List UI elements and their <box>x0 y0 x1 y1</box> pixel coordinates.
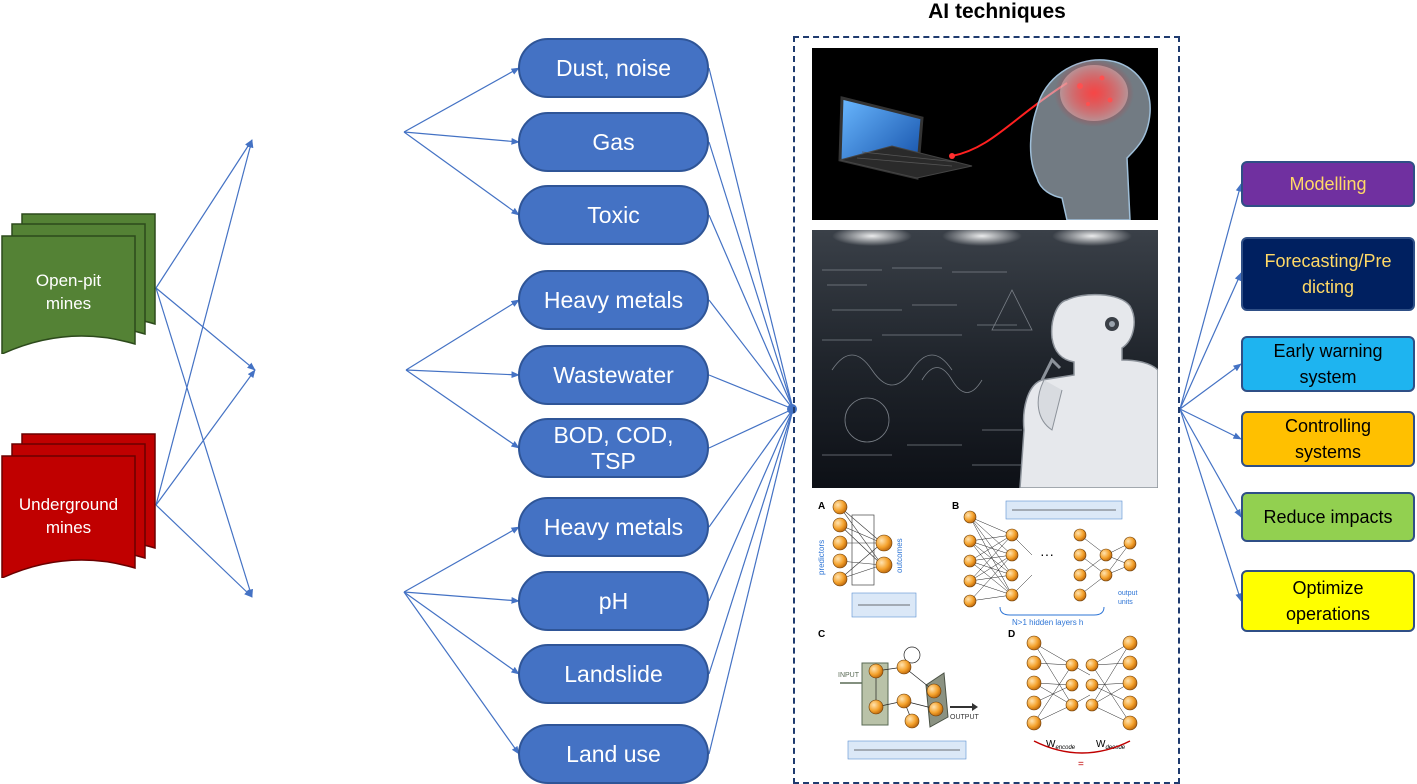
output-units-line-1: output <box>1118 590 1138 597</box>
arrow-ai-reduce <box>1179 408 1242 518</box>
input-label: INPUT <box>838 672 860 679</box>
arrow-openpit-air <box>155 139 253 289</box>
source-underground-label: Underground mines <box>18 495 119 537</box>
item-land-use: Land use <box>518 724 709 784</box>
equals-label: = <box>1078 759 1084 770</box>
item-wastewater: Wastewater <box>518 345 709 405</box>
arrow-air-toxic <box>403 131 520 216</box>
arrow-ai-warning <box>1179 363 1242 410</box>
output-units-line-2: units <box>1118 599 1133 606</box>
arrow-ai-optimize <box>1179 408 1242 602</box>
output-early-warning: Early warning system <box>1241 336 1415 392</box>
source-open-pit-label: Open-pit mines <box>35 271 102 313</box>
item-landslide: Landslide <box>518 644 709 704</box>
predictors-label: predictors <box>817 540 826 575</box>
open-pit-stack-shape <box>1 213 156 354</box>
output-reduce-impacts-label: Reduce impacts <box>1263 507 1393 527</box>
output-modelling: Modelling <box>1241 161 1415 207</box>
output-units-label: output units <box>1118 590 1139 606</box>
output-controlling-label: Controlling systems <box>1284 416 1372 462</box>
output-early-warning-label: Early warning system <box>1273 341 1383 387</box>
item-dust-noise: Dust, noise <box>518 38 709 98</box>
category-water-quality-label: Water quality <box>296 333 363 391</box>
category-soil-quality: Soil quality <box>250 542 404 658</box>
output-forecasting-label: Forecasting/Pre dicting <box>1264 251 1392 297</box>
source-open-pit: Open-pit mines <box>0 212 158 354</box>
item-ph: pH <box>518 571 709 631</box>
panel-label-d: D <box>1008 629 1015 640</box>
output-controlling: Controlling systems <box>1241 411 1415 467</box>
ai-techniques-title: AI techniques <box>928 0 1066 23</box>
laptop-brain-image <box>812 48 1158 220</box>
panel-label-a: A <box>818 501 825 512</box>
underground-stack-shape <box>1 433 156 578</box>
arrow-underground-water <box>155 369 256 506</box>
category-soil-quality-label: Soil quality <box>271 578 383 604</box>
item-gas: Gas <box>518 112 709 172</box>
output-forecasting: Forecasting/Pre dicting <box>1241 237 1415 311</box>
panel-label-c: C <box>818 629 825 640</box>
arrow-openpit-soil <box>155 287 253 598</box>
arrow-water-wastewater <box>405 369 520 379</box>
item-heavy-metals-water: Heavy metals <box>518 270 709 330</box>
svg-text:···: ··· <box>1040 546 1054 562</box>
arrow-air-gas <box>403 131 520 145</box>
category-air-quality-label: Air quality <box>276 118 378 144</box>
output-optimize: Optimize operations <box>1241 570 1415 632</box>
output-optimize-label: Optimize operations <box>1285 578 1371 624</box>
ai-techniques-frame <box>793 36 1180 784</box>
robot-equations-image <box>812 230 1158 488</box>
arrow-soil-landuse <box>403 591 520 755</box>
arrow-ai-modelling <box>1179 183 1243 410</box>
arrow-water-metals <box>405 299 520 371</box>
arrow-soil-ph <box>403 591 520 604</box>
source-underground: Underground mines <box>0 432 158 578</box>
category-air-quality: Air quality <box>250 82 404 198</box>
arrow-soil-landslide <box>403 591 520 675</box>
arrow-ai-forecasting <box>1179 272 1242 410</box>
arrow-soil-metals <box>403 526 520 593</box>
item-bod-cod-tsp: BOD, COD, TSP <box>518 418 709 478</box>
output-reduce-impacts: Reduce impacts <box>1241 492 1415 542</box>
arrow-openpit-water <box>155 287 256 371</box>
neural-network-diagrams: A B C D predictors outcomes <box>812 495 1158 775</box>
arrow-underground-air <box>155 139 254 506</box>
item-heavy-metals-soil: Heavy metals <box>518 497 709 557</box>
output-modelling-label: Modelling <box>1289 174 1367 194</box>
category-water-quality: Water quality <box>253 311 406 431</box>
arrow-water-bod <box>405 369 520 449</box>
output-label: OUTPUT <box>950 714 980 721</box>
w-encode-label: Wencode <box>1046 739 1076 751</box>
arrow-underground-soil <box>155 504 253 598</box>
w-decode-label: Wdecode <box>1096 739 1126 751</box>
arrow-ai-controlling <box>1179 408 1242 440</box>
outcomes-label: outcomes <box>895 538 904 573</box>
hidden-layers-label: N>1 hidden layers h <box>1012 618 1083 627</box>
arrow-air-dust <box>403 67 520 133</box>
panel-label-b: B <box>952 501 959 512</box>
item-toxic: Toxic <box>518 185 709 245</box>
